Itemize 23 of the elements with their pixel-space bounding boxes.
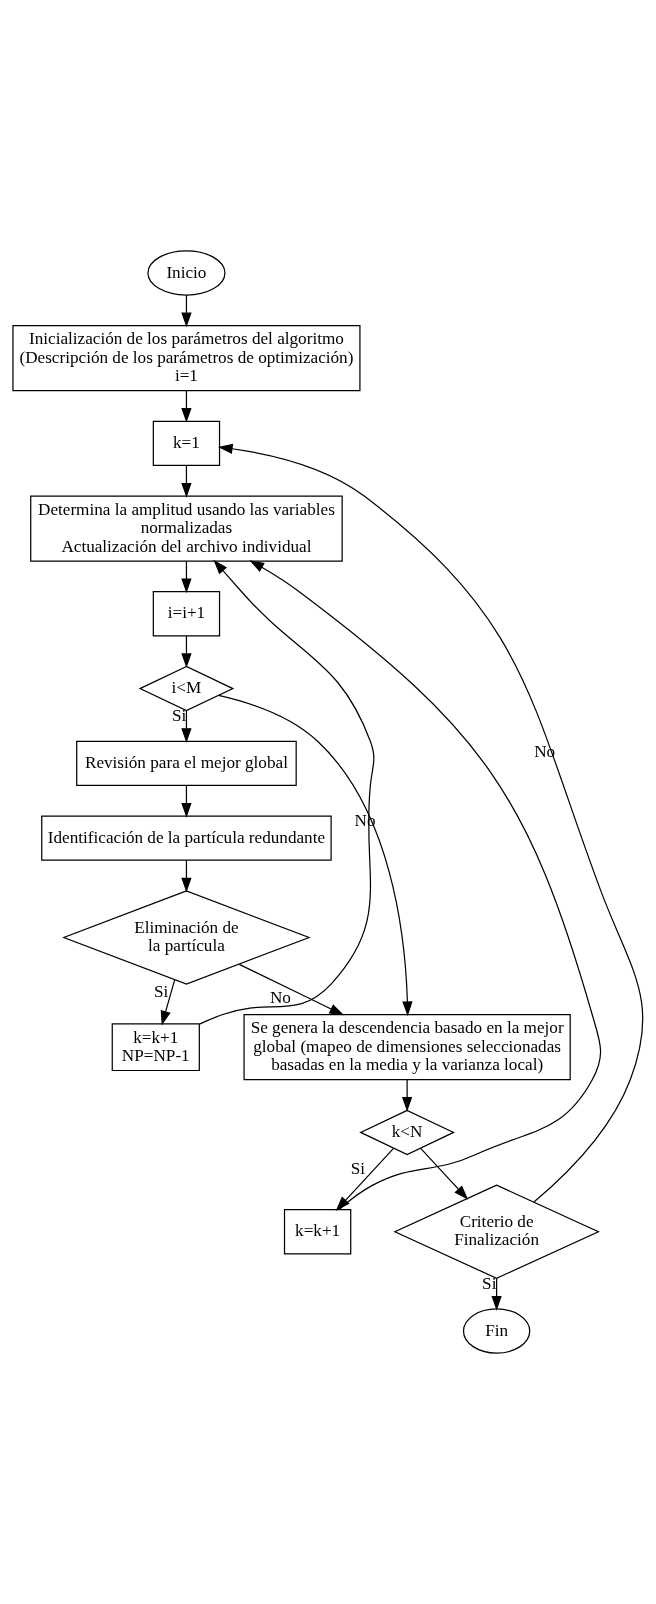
node-ellipse: Fin: [462, 1308, 531, 1354]
edge-label: Si: [350, 1159, 365, 1179]
arrow: [238, 963, 345, 1016]
arrow: [401, 1079, 413, 1112]
arrow: [420, 1147, 469, 1200]
node-box: i=i+1: [152, 591, 221, 637]
node-diamond: Eliminación de la partícula: [62, 890, 311, 985]
node-box: Revisión para el mejor global: [76, 740, 297, 787]
arrow: [217, 443, 644, 1203]
arrow: [218, 694, 413, 1017]
node-box: Determina la amplitud usando las variables normalizadas Actualización del archivo individual: [30, 495, 343, 562]
arrow: [198, 559, 375, 1025]
edge-label: No: [269, 988, 291, 1008]
arrow: [160, 979, 176, 1026]
node-box: k=1: [152, 420, 221, 467]
node-diamond: k<N: [359, 1109, 455, 1156]
node-box: Se genera la descendencia basado en la mejor global (mapeo de dimensiones seleccionadas basadas en la media y la varianza local): [243, 1014, 571, 1081]
edge-label: Si: [153, 982, 169, 1002]
node-box: k=k+1: [283, 1209, 352, 1255]
node-box: Identificación de la partícula redundante: [41, 815, 332, 861]
node-ellipse: Inicio: [147, 250, 226, 296]
node-box: Inicialización de los parámetros del algoritmo (Descripción de los parámetros de optimización) i=1: [12, 325, 361, 392]
node-box: k=k+1 NP=NP-1: [111, 1023, 200, 1072]
